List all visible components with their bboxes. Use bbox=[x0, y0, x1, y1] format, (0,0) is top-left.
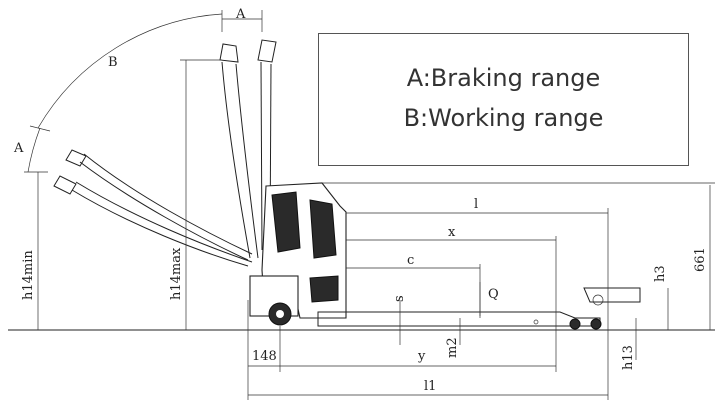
tiller-handle-working-lower bbox=[53, 175, 253, 267]
braking-range-arc-left bbox=[27, 127, 41, 173]
arc-tick-1 bbox=[29, 125, 51, 132]
legend-braking-range: A:Braking range bbox=[406, 64, 601, 92]
label-Q: Q bbox=[488, 287, 499, 302]
working-range-arc bbox=[37, 13, 223, 129]
tiller-handle-braking-lower bbox=[65, 149, 253, 261]
label-y: y bbox=[417, 349, 426, 364]
label-h14max: h14max bbox=[169, 247, 184, 300]
label-A-left: A bbox=[13, 141, 24, 156]
legend-box: A:Braking range B:Working range bbox=[318, 33, 689, 166]
label-B: B bbox=[108, 55, 118, 70]
label-c: c bbox=[407, 253, 414, 268]
raised-fork-tip bbox=[583, 287, 641, 306]
label-l1: l1 bbox=[424, 379, 436, 394]
legend-working-range: B:Working range bbox=[403, 104, 604, 132]
label-h13: h13 bbox=[621, 345, 636, 370]
label-s: s bbox=[392, 295, 407, 302]
fork bbox=[317, 311, 602, 330]
tiller-handle-braking-upper bbox=[219, 43, 259, 259]
label-148: 148 bbox=[252, 349, 277, 364]
label-A-top: A bbox=[235, 7, 246, 22]
label-661: 661 bbox=[693, 247, 708, 272]
label-h3: h3 bbox=[653, 265, 668, 282]
label-x: x bbox=[448, 225, 456, 240]
label-m2: m2 bbox=[445, 337, 460, 358]
truck-body bbox=[249, 182, 347, 326]
label-h14min: h14min bbox=[21, 250, 36, 300]
label-l: l bbox=[474, 197, 478, 212]
